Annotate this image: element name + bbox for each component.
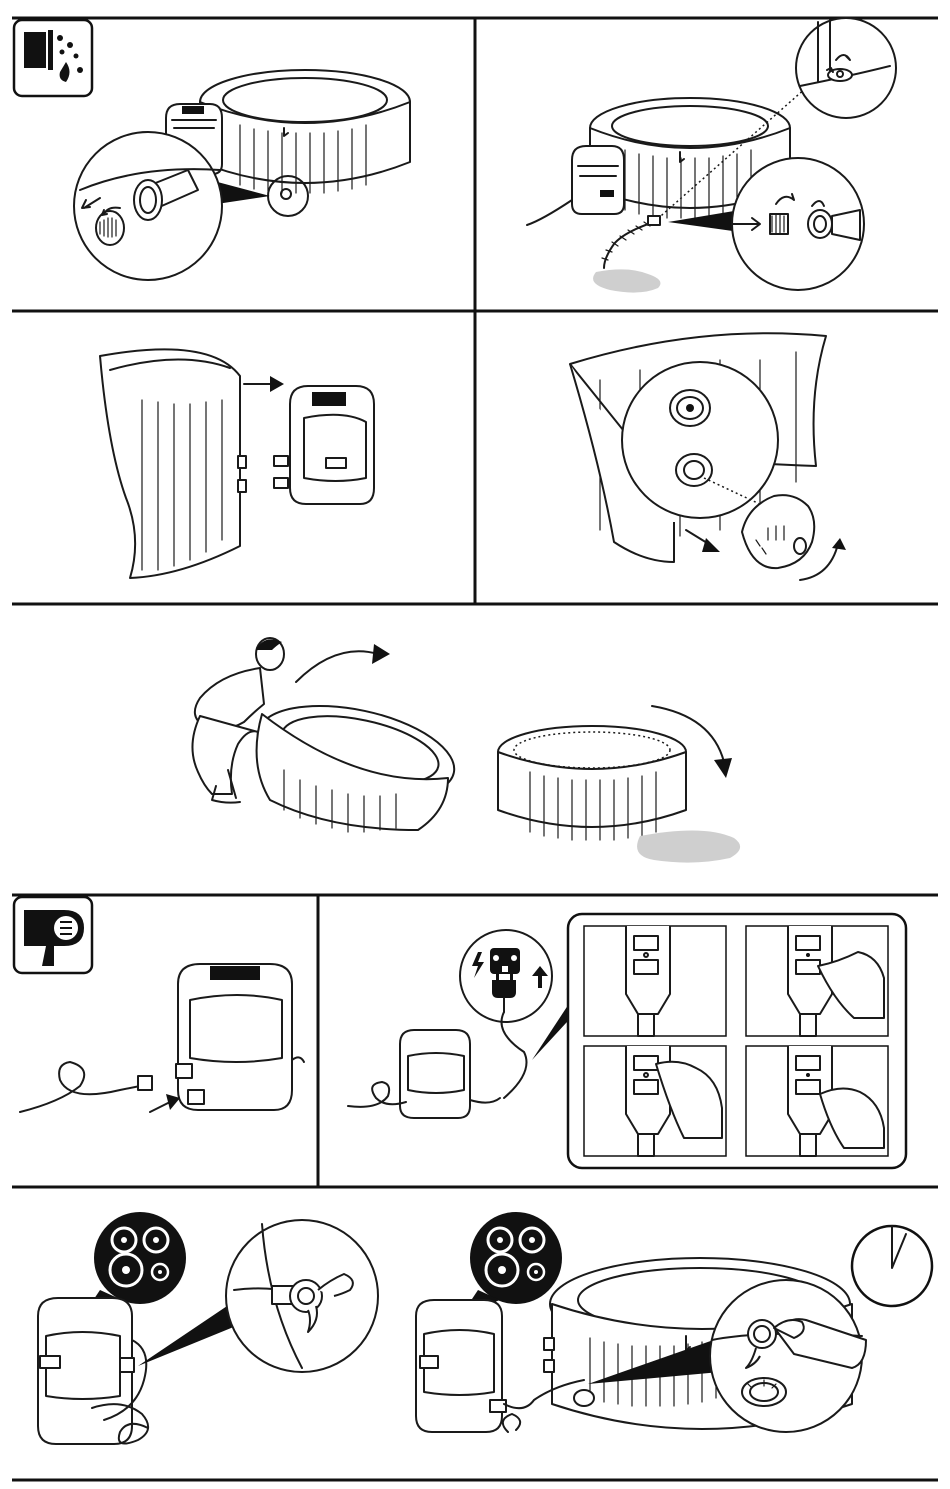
panel-tip-spa [192, 638, 740, 863]
garden-hose-icon [593, 216, 660, 293]
air-jet-icon [462, 1212, 562, 1314]
spa-tub-illustration [200, 70, 410, 193]
drain-cap-zoom [796, 18, 896, 118]
spa-wall-illustration [100, 349, 246, 578]
pump-unit-illustration [416, 1300, 506, 1432]
arrow-down-right-icon [686, 530, 720, 552]
tilted-spa-illustration [249, 690, 462, 832]
arrow-right-icon [244, 376, 284, 392]
garden-hose-icon [20, 1062, 152, 1112]
power-plug-icon [460, 930, 552, 1022]
panel-detach-pump [100, 349, 374, 578]
drain-valve-zoom [74, 132, 222, 280]
port-cap-icon [742, 495, 814, 568]
pump-unit-illustration [400, 1012, 527, 1118]
panel-gfci-test [348, 914, 906, 1168]
pump-unit-illustration [176, 964, 304, 1110]
panel-drain-valve [14, 20, 410, 280]
timer-icon [852, 1226, 932, 1306]
port-zoom [622, 362, 778, 518]
gfci-tester-steps [568, 914, 906, 1168]
jet-blow-zoom [226, 1220, 378, 1372]
water-drain-icon [14, 20, 92, 96]
panel-drain-hose [527, 18, 896, 293]
panel-dry-spa [416, 1212, 932, 1432]
hose-connection-zoom [732, 158, 864, 290]
panel-dry-pump [14, 897, 304, 1112]
garden-hose-icon [348, 1082, 406, 1107]
panel-blow-dry-jets [38, 1212, 378, 1444]
arrow-up-right-icon [150, 1094, 180, 1112]
hair-dryer-icon [14, 897, 92, 973]
curved-arrow-icon [296, 644, 390, 682]
upside-down-spa-illustration [498, 726, 740, 863]
pump-unit-illustration [527, 146, 624, 225]
zoom-pointer [668, 210, 740, 232]
pump-unit-illustration [274, 386, 374, 504]
panel-remove-port-caps [570, 333, 846, 580]
zoom-pointer [138, 1300, 236, 1366]
